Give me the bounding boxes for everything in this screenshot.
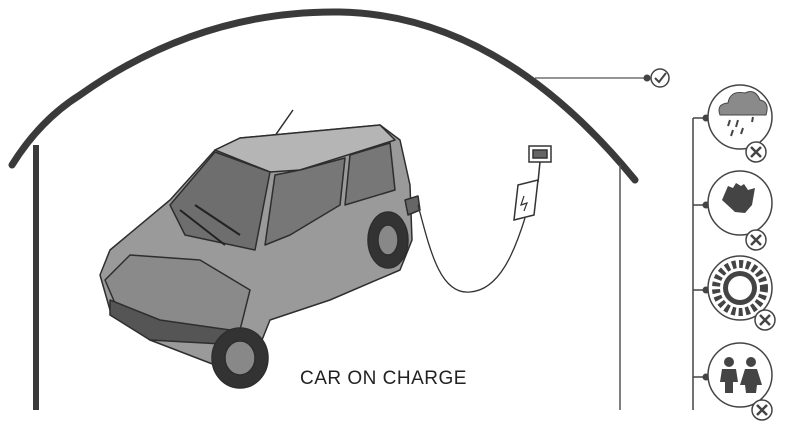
shelter-arch: [8, 8, 639, 410]
children-icon: [720, 357, 762, 393]
hand-touch-icon: [722, 183, 755, 213]
not-allowed-x-icon: [745, 229, 767, 251]
rain-cloud-icon: [718, 91, 768, 116]
conditions-rail: [692, 114, 710, 410]
wall-charger: [417, 145, 552, 293]
condition-rain: [707, 84, 773, 163]
condition-children: [707, 342, 773, 421]
check-icon: [650, 68, 670, 88]
shelter-ok-indicator: [535, 68, 670, 88]
car-illustration: [99, 109, 421, 389]
not-allowed-x-icon: [754, 309, 776, 331]
not-allowed-x-icon: [745, 141, 767, 163]
condition-sun: [707, 255, 776, 331]
condition-touch: [707, 170, 773, 251]
sun-icon: [712, 260, 768, 316]
diagram-caption: CAR ON CHARGE: [300, 368, 467, 389]
not-allowed-x-icon: [751, 399, 773, 421]
